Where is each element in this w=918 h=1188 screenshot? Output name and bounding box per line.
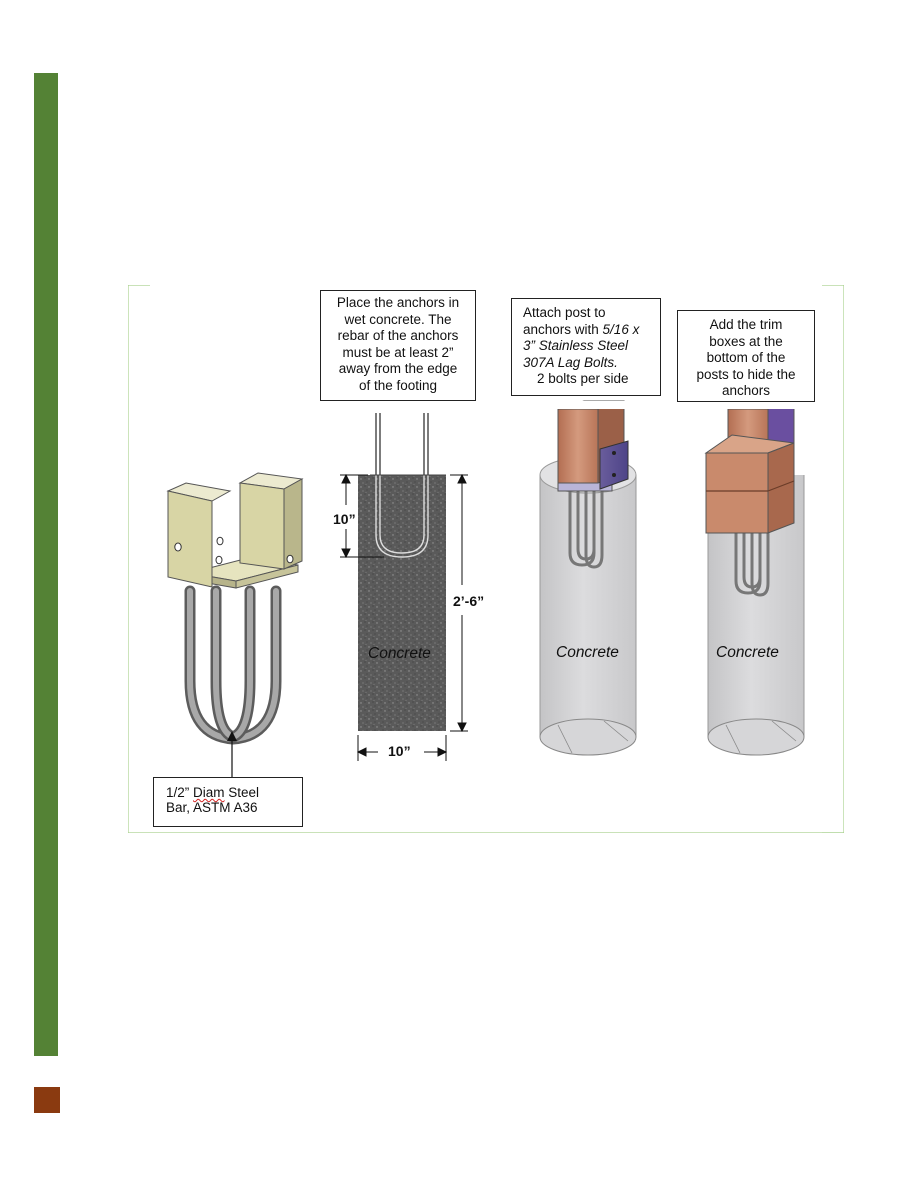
concrete-pier-label: Concrete — [556, 644, 619, 661]
page-accent-square — [34, 1087, 60, 1113]
page-sidebar-bar — [34, 73, 58, 1056]
callout-anchors-in-concrete: Place the anchors in wet concrete. The r… — [320, 290, 476, 401]
figure-drawing — [128, 285, 844, 833]
attach-line-5: 2 bolts per side — [537, 371, 629, 386]
attach-line-2-plain: anchors with — [523, 321, 603, 337]
pier-with-post — [539, 400, 637, 756]
attach-line-1: Attach post to — [523, 305, 606, 320]
anchor-installation-figure: 10” 2’-6” 10” Concrete Concrete Concrete — [128, 285, 844, 833]
pier-with-trim-box — [704, 400, 805, 756]
dimension-lines — [340, 473, 468, 761]
concrete-trim-pier-label: Concrete — [716, 644, 779, 661]
attach-line-3: 3” Stainless Steel — [523, 338, 629, 353]
steel-bar-prefix: 1/2” — [166, 785, 194, 800]
callout-attach-post: Attach post to anchors with 5/16 x 3” St… — [511, 298, 661, 396]
callout-trim-boxes: Add the trim boxes at the bottom of the … — [677, 310, 815, 402]
steel-bar-word: Diam — [193, 785, 225, 800]
attach-line-2-italic: 5/16 x — [602, 321, 640, 337]
footing-width-label: 10” — [388, 743, 411, 759]
steel-bar-line-2: Bar, ASTM A36 — [166, 800, 258, 815]
steel-bar-suffix: Steel — [224, 785, 260, 800]
concrete-footing-section — [358, 413, 446, 731]
post-anchor-bracket — [166, 472, 304, 745]
rebar-depth-label: 10” — [333, 511, 356, 527]
callout-trim-text: Add the trim boxes at the bottom of the … — [696, 317, 796, 398]
attach-line-4: 307A Lag Bolts. — [523, 354, 618, 370]
callout-anchors-text: Place the anchors in wet concrete. The r… — [336, 295, 460, 393]
concrete-section-label: Concrete — [368, 645, 431, 662]
callout-steel-bar: 1/2” Diam Steel Bar, ASTM A36 — [153, 777, 303, 827]
footing-depth-label: 2’-6” — [453, 593, 485, 609]
